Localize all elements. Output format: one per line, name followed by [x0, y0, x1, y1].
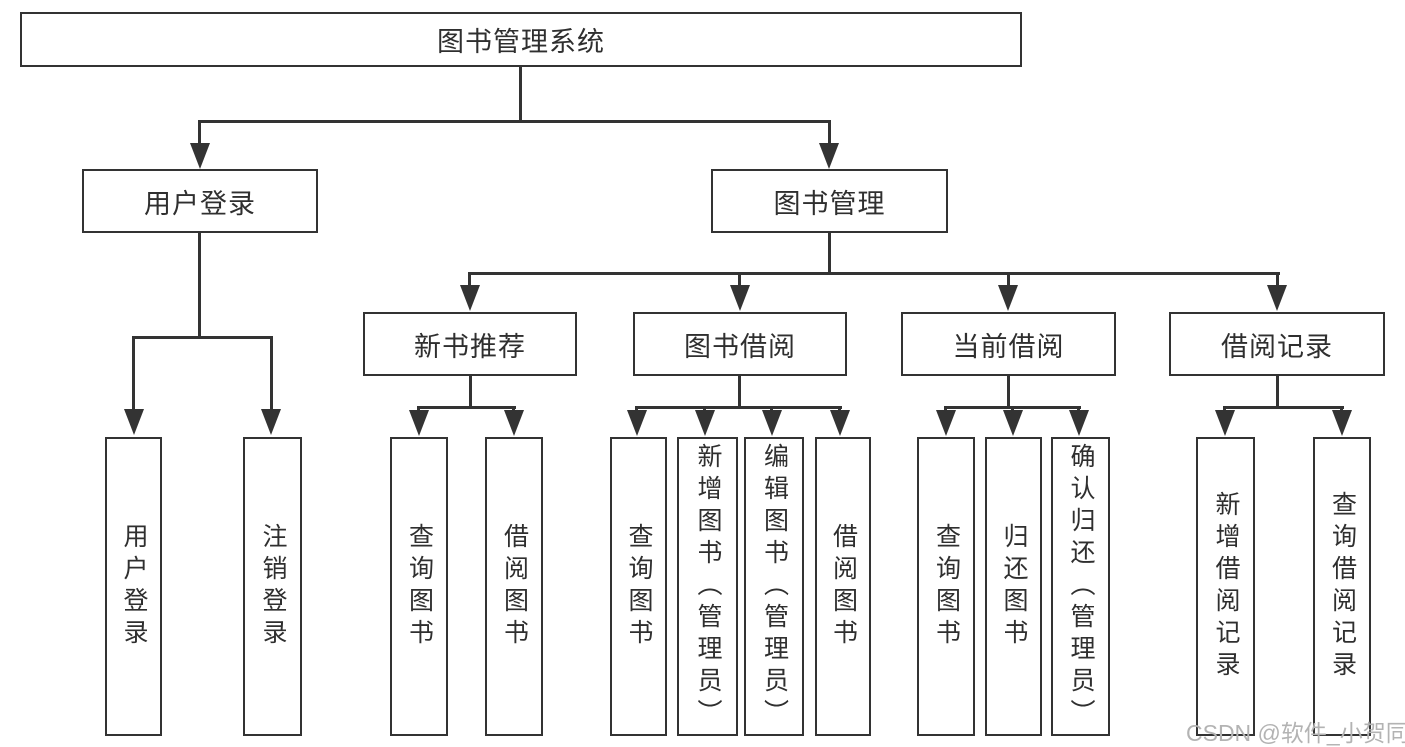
- arrow-down-query-books-2: [627, 410, 647, 436]
- connector-newbook-horizontal: [417, 406, 516, 409]
- leaf-user-login-label: 用户登录: [120, 522, 148, 651]
- leaf-borrow-books-2: 借阅图书: [815, 437, 871, 736]
- connector-book-management-horizontal: [468, 272, 1280, 275]
- connector-borrowrecords-horizontal: [1223, 406, 1344, 409]
- leaf-logout-label: 注销登录: [259, 522, 287, 651]
- leaf-return-books: 归还图书: [985, 437, 1042, 736]
- arrow-down-book-borrowing: [730, 285, 750, 311]
- connector-user-login-horizontal: [132, 336, 273, 339]
- connector-user-login-leaf2-shaft: [270, 336, 273, 412]
- arrow-down-query-borrow-record: [1332, 410, 1352, 436]
- leaf-query-books-3-label: 查询图书: [932, 522, 961, 651]
- arrow-down-borrowing-records: [1267, 285, 1287, 311]
- arrow-down-borrow-books-2: [830, 410, 850, 436]
- arrow-down-add-books: [695, 410, 715, 436]
- connector-bookborrow-horizontal: [635, 406, 842, 409]
- connector-borrowrecords-shaft: [1276, 272, 1279, 288]
- arrow-down-query-books-1: [409, 410, 429, 436]
- connector-newbook-vertical: [469, 376, 472, 409]
- leaf-confirm-return-admin-label: 确认归还（管理员）: [1067, 442, 1095, 731]
- leaf-user-login: 用户登录: [105, 437, 162, 736]
- leaf-borrow-books-1: 借阅图书: [485, 437, 543, 736]
- leaf-borrow-books-2-label: 借阅图书: [829, 522, 858, 651]
- node-current-borrowing: 当前借阅: [901, 312, 1116, 376]
- connector-borrowrecords-vertical: [1276, 376, 1279, 409]
- leaf-edit-books-admin-label: 编辑图书（管理员）: [760, 442, 789, 731]
- arrow-down-logout-leaf: [261, 409, 281, 435]
- leaf-add-borrow-record-label: 新增借阅记录: [1212, 490, 1240, 683]
- node-book-borrowing: 图书借阅: [633, 312, 847, 376]
- leaf-query-borrow-record-label: 查询借阅记录: [1328, 490, 1357, 683]
- node-user-login: 用户登录: [82, 169, 318, 233]
- connector-root-right-shaft: [828, 120, 831, 146]
- connector-user-login-leaf1-shaft: [132, 336, 135, 412]
- connector-root-vertical: [519, 67, 522, 123]
- arrow-down-borrow-books-1: [504, 410, 524, 436]
- node-library-management-system: 图书管理系统: [20, 12, 1022, 67]
- arrow-down-current-borrowing: [998, 285, 1018, 311]
- arrow-down-query-books-3: [936, 410, 956, 436]
- leaf-query-books-2-label: 查询图书: [625, 522, 653, 651]
- connector-currentborrow-shaft: [1007, 272, 1010, 288]
- leaf-query-books-1: 查询图书: [390, 437, 448, 736]
- leaf-query-books-2: 查询图书: [610, 437, 667, 736]
- arrow-down-return-books: [1003, 410, 1023, 436]
- arrow-down-confirm-return: [1069, 410, 1089, 436]
- connector-book-management-vertical: [828, 233, 831, 275]
- leaf-query-books-1-label: 查询图书: [405, 522, 434, 651]
- arrow-down-user-login: [190, 143, 210, 169]
- arrow-down-new-book-recommendation: [460, 285, 480, 311]
- leaf-query-borrow-record: 查询借阅记录: [1313, 437, 1371, 736]
- node-book-management: 图书管理: [711, 169, 948, 233]
- connector-root-left-shaft: [198, 120, 201, 146]
- leaf-add-borrow-record: 新增借阅记录: [1196, 437, 1255, 736]
- arrow-down-edit-books: [762, 410, 782, 436]
- leaf-logout: 注销登录: [243, 437, 302, 736]
- leaf-return-books-label: 归还图书: [1000, 522, 1028, 651]
- leaf-query-books-3: 查询图书: [917, 437, 975, 736]
- connector-root-horizontal: [198, 120, 831, 123]
- watermark: CSDN @软件_小贺同学: [1186, 720, 1405, 746]
- connector-bookborrow-vertical: [738, 376, 741, 409]
- arrow-down-user-login-leaf: [124, 409, 144, 435]
- connector-bookborrow-shaft: [738, 272, 741, 288]
- node-borrowing-records: 借阅记录: [1169, 312, 1385, 376]
- arrow-down-add-borrow-record: [1215, 410, 1235, 436]
- node-new-book-recommendation: 新书推荐: [363, 312, 577, 376]
- leaf-add-books-admin-label: 新增图书（管理员）: [694, 442, 722, 731]
- connector-newbook-shaft: [468, 272, 471, 288]
- leaf-borrow-books-1-label: 借阅图书: [500, 522, 529, 651]
- connector-user-login-vertical: [198, 233, 201, 339]
- leaf-add-books-admin: 新增图书（管理员）: [677, 437, 738, 736]
- connector-currentborrow-vertical: [1007, 376, 1010, 409]
- leaf-edit-books-admin: 编辑图书（管理员）: [744, 437, 804, 736]
- leaf-confirm-return-admin: 确认归还（管理员）: [1051, 437, 1110, 736]
- arrow-down-book-management: [819, 143, 839, 169]
